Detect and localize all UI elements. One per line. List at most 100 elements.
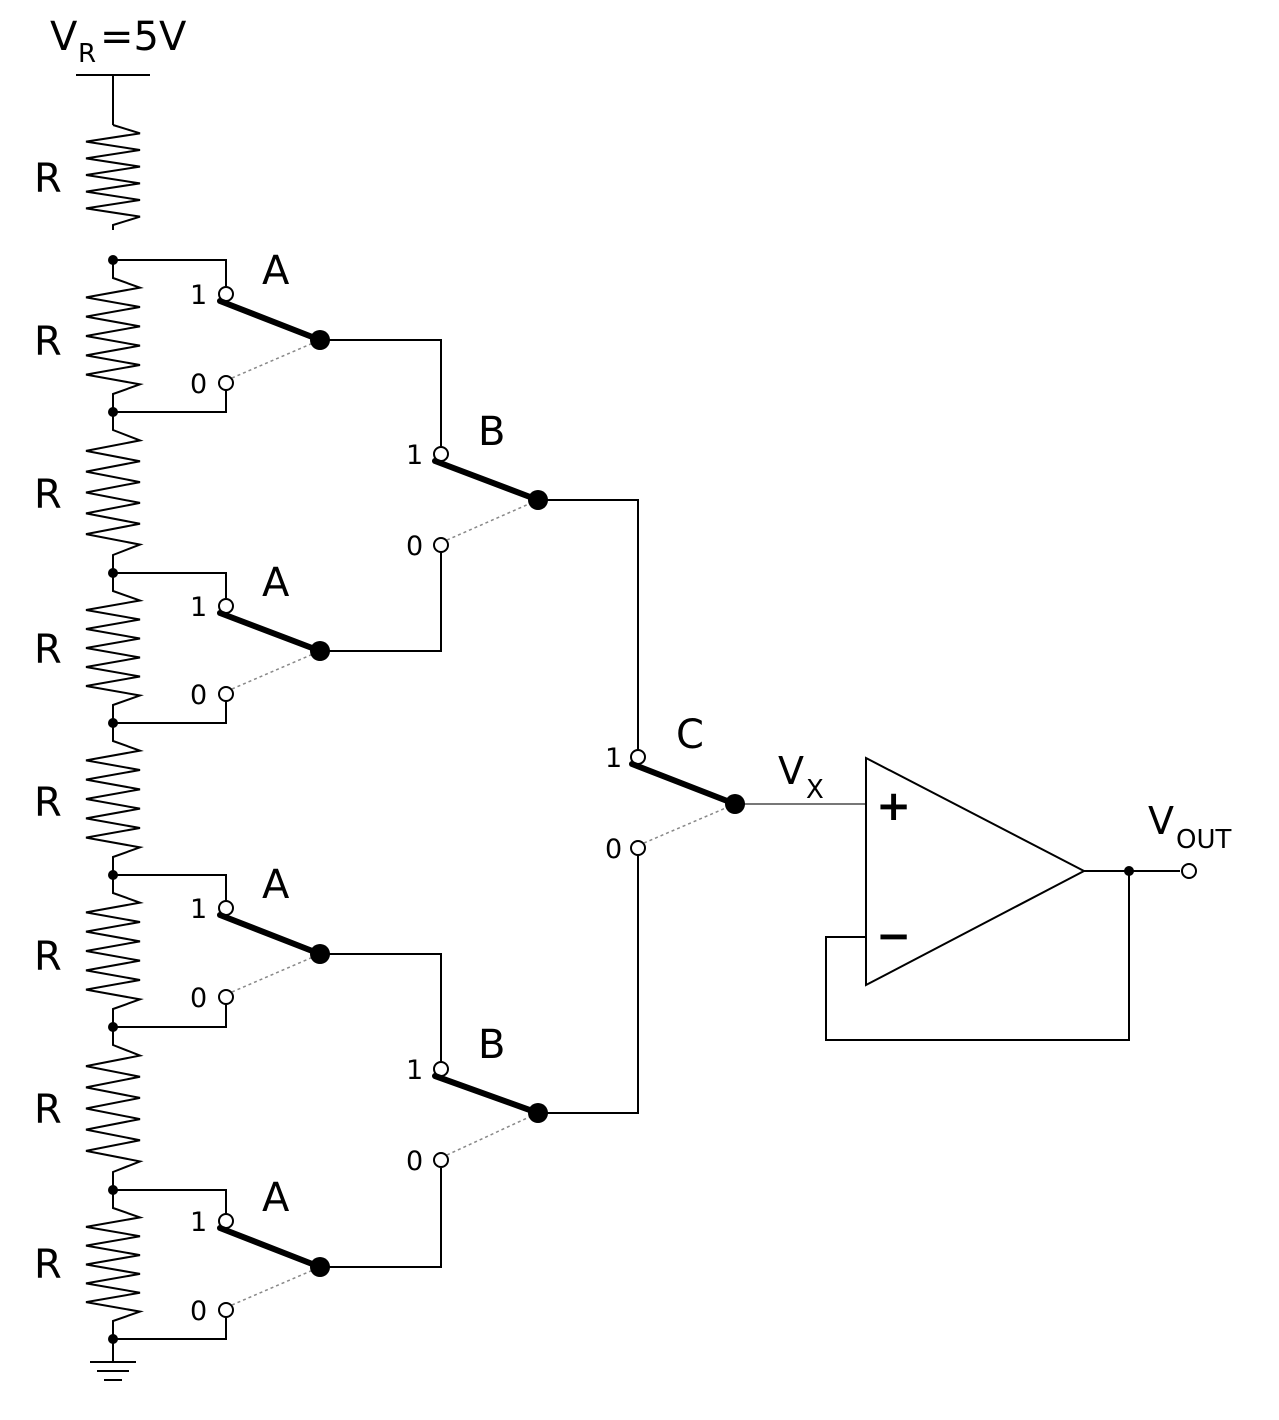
switch-a3-blade: [217, 912, 323, 957]
resistor-7: [85, 1027, 144, 1190]
switch-a3-pivot: [310, 944, 330, 964]
vx-label: V X: [778, 749, 824, 805]
switch-a3-wire-0: [113, 1004, 227, 1028]
wire-a1-to-b1: [320, 339, 442, 447]
supply-label-sub: R: [78, 39, 96, 69]
switch-a4-zero-label: 0: [190, 1296, 207, 1327]
switch-a3-zero-path: [231, 953, 321, 993]
switch-a1-one-label: 1: [190, 280, 207, 311]
vx-label-main: V: [778, 749, 804, 793]
switch-c-pivot: [725, 794, 745, 814]
switch-c-terminal-0: [630, 840, 646, 856]
wire-b2-to-c: [538, 855, 639, 1114]
switch-b1-zero-path: [446, 499, 539, 541]
resistor-label: R: [34, 1242, 62, 1288]
switch-c-zero-path: [643, 803, 736, 844]
vout-label-main: V: [1148, 799, 1174, 843]
vout-label: V OUT: [1148, 799, 1231, 855]
switch-c-zero-label: 0: [605, 834, 622, 865]
feedback-wire: [825, 871, 1130, 1041]
switch-a4-one-label: 1: [190, 1207, 207, 1238]
ladder-node-dot: [108, 718, 118, 728]
switch-a3-one-label: 1: [190, 894, 207, 925]
switch-a4-label: A: [262, 1175, 290, 1221]
switch-b1-zero-label: 0: [406, 531, 423, 562]
switch-a3-terminal-0: [218, 989, 234, 1005]
resistor-label: R: [34, 472, 62, 518]
switch-a2-wire-1: [113, 572, 227, 599]
output-junction-dot: [1124, 866, 1134, 876]
resistor-4: [85, 573, 144, 723]
switch-a4-zero-path: [231, 1266, 321, 1306]
switch-a4-wire-1: [113, 1189, 227, 1214]
switch-b2-pivot: [528, 1103, 548, 1123]
switch-b1-one-label: 1: [406, 440, 423, 471]
switch-b2-blade: [432, 1073, 541, 1116]
ladder-node-dot: [108, 1185, 118, 1195]
switch-c-blade: [629, 761, 738, 807]
switch-b2-zero-path: [446, 1112, 539, 1156]
wire-a3-to-b2: [320, 953, 442, 1062]
resistor-label: R: [34, 319, 62, 365]
switch-a2-label: A: [262, 560, 290, 606]
ladder-node-dot: [108, 568, 118, 578]
switch-b2-one-label: 1: [406, 1055, 423, 1086]
switch-a4-blade: [217, 1225, 323, 1270]
switch-a2-blade: [217, 610, 323, 654]
resistor-6: [85, 875, 144, 1027]
wires: [76, 74, 1180, 1381]
switch-a1-wire-1: [113, 259, 227, 287]
opamp-minus-sign: −: [876, 911, 911, 960]
resistor-1: [85, 124, 141, 230]
wire-b1-to-c: [538, 499, 639, 750]
switch-a1-pivot: [310, 330, 330, 350]
supply-label-value: =5V: [100, 14, 187, 60]
switch-a3-wire-1: [113, 874, 227, 901]
vout-label-sub: OUT: [1176, 825, 1231, 855]
resistor-2: [85, 260, 144, 412]
resistor-label: R: [34, 627, 62, 673]
switch-c-one-label: 1: [605, 743, 622, 774]
ladder-node-dot: [108, 1334, 118, 1344]
switch-a4-terminal-0: [218, 1302, 234, 1318]
ladder-node-dot: [108, 1022, 118, 1032]
switch-a1-blade: [217, 298, 323, 343]
wire-a2-to-b1: [320, 552, 442, 652]
switch-a1-zero-label: 0: [190, 369, 207, 400]
ladder-node-dot: [108, 255, 118, 265]
switch-b1-pivot: [528, 490, 548, 510]
switch-b1-blade: [432, 458, 541, 503]
supply-label: V R =5V: [50, 14, 187, 69]
switch-b2-label: B: [478, 1022, 505, 1068]
switch-a4-pivot: [310, 1257, 330, 1277]
switch-a3-zero-label: 0: [190, 983, 207, 1014]
resistor-label: R: [34, 780, 62, 826]
resistor-5: [85, 723, 144, 875]
resistor-label: R: [34, 156, 62, 202]
resistor-label: R: [34, 934, 62, 980]
opamp-plus-sign: +: [876, 781, 911, 830]
vx-label-sub: X: [806, 775, 824, 805]
switch-a1-label: A: [262, 248, 290, 294]
switch-a1-wire-0: [113, 390, 227, 413]
switch-b2-terminal-0: [433, 1152, 449, 1168]
resistor-label: R: [34, 1087, 62, 1133]
switch-a2-one-label: 1: [190, 592, 207, 623]
wire-a4-to-b2: [320, 1168, 442, 1268]
ladder-node-dot: [108, 407, 118, 417]
switch-a2-terminal-0: [218, 686, 234, 702]
switch-a3-label: A: [262, 862, 290, 908]
switch-a1-terminal-0: [218, 375, 234, 391]
switch-c-label: C: [676, 712, 704, 758]
switch-a2-zero-label: 0: [190, 680, 207, 711]
switch-b2-zero-label: 0: [406, 1146, 423, 1177]
switch-a1-zero-path: [231, 339, 321, 379]
resistor-3: [85, 412, 144, 573]
opamp-triangle: [865, 756, 1087, 987]
switch-a2-zero-path: [231, 650, 321, 690]
supply-label-main: V: [50, 14, 78, 60]
switch-a2-pivot: [310, 641, 330, 661]
switch-b1-label: B: [478, 409, 505, 455]
